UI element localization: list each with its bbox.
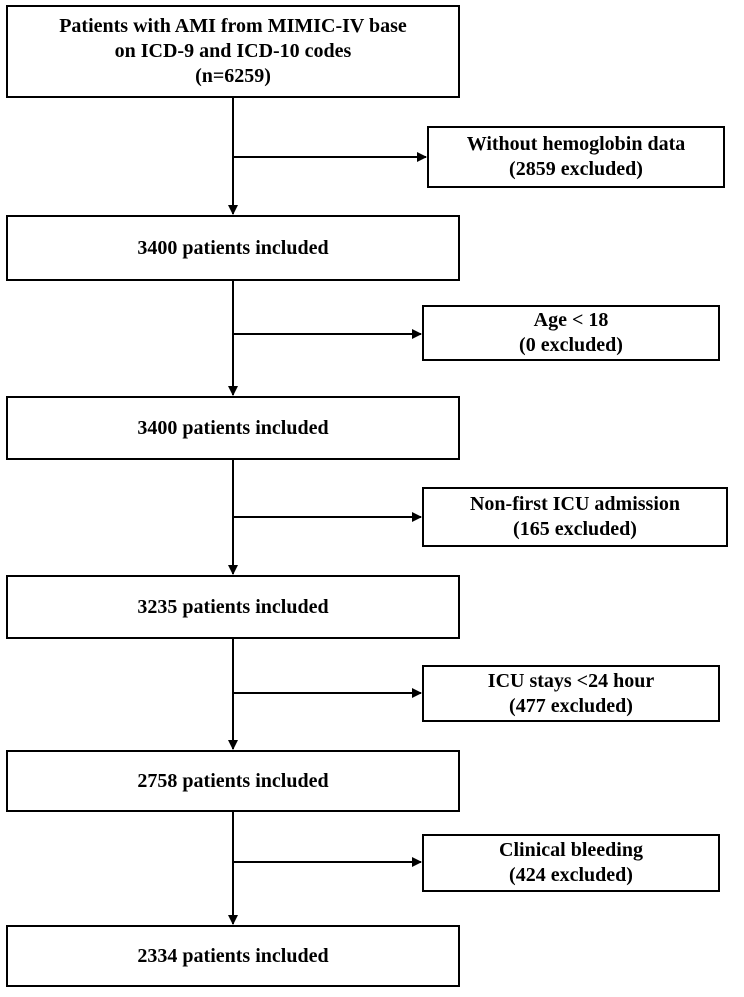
included-3-label: 3235 patients included — [137, 595, 329, 618]
start-line-1: Patients with AMI from MIMIC-IV base — [59, 15, 407, 37]
included-box-2: 3400 patients included — [6, 396, 460, 460]
start-line-3: (n=6259) — [195, 65, 271, 87]
exclusion-3-reason: Non-first ICU admission — [469, 493, 681, 515]
start-box: Patients with AMI from MIMIC-IV base on … — [6, 5, 460, 98]
exclusion-5-count: (424 excluded) — [509, 864, 633, 886]
exclusion-box-5: Clinical bleeding (424 excluded) — [422, 834, 720, 892]
exclusion-box-2: Age < 18 (0 excluded) — [422, 305, 720, 361]
exclusion-3-count: (165 excluded) — [513, 518, 637, 540]
included-1-label: 3400 patients included — [137, 236, 329, 259]
start-line-2: on ICD-9 and ICD-10 codes — [114, 40, 352, 62]
included-2-label: 3400 patients included — [137, 416, 329, 439]
included-box-4: 2758 patients included — [6, 750, 460, 812]
exclusion-4-reason: ICU stays <24 hour — [487, 669, 655, 692]
exclusion-2-reason: Age < 18 — [533, 309, 609, 331]
exclusion-box-4: ICU stays <24 hour (477 excluded) — [422, 665, 720, 722]
exclusion-1-count: (2859 excluded) — [509, 158, 643, 180]
included-5-label: 2334 patients included — [137, 944, 329, 967]
included-box-5: 2334 patients included — [6, 925, 460, 987]
exclusion-box-1: Without hemoglobin data (2859 excluded) — [427, 126, 725, 188]
exclusion-2-count: (0 excluded) — [519, 334, 623, 356]
included-box-1: 3400 patients included — [6, 215, 460, 281]
exclusion-4-count: (477 excluded) — [509, 694, 633, 717]
exclusion-5-reason: Clinical bleeding — [499, 839, 643, 861]
included-4-label: 2758 patients included — [137, 769, 329, 792]
exclusion-box-3: Non-first ICU admission (165 excluded) — [422, 487, 728, 547]
included-box-3: 3235 patients included — [6, 575, 460, 639]
exclusion-1-reason: Without hemoglobin data — [466, 133, 686, 155]
